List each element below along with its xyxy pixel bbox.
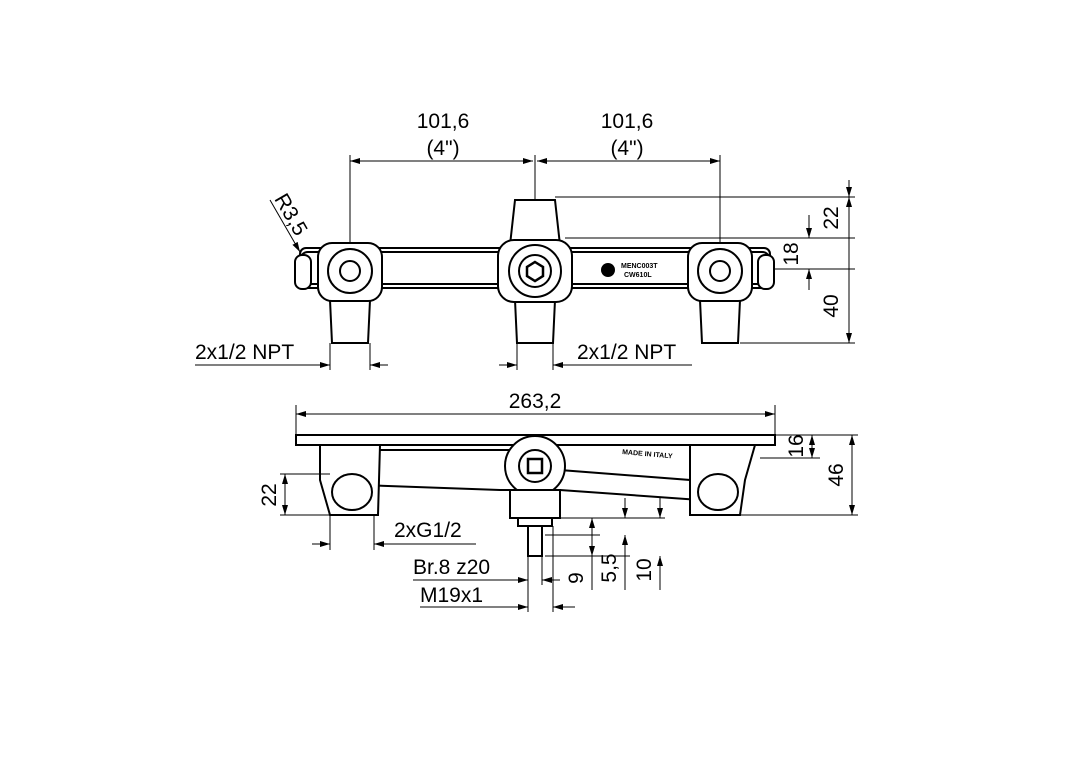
left-outlet-stub [328, 299, 372, 344]
spacing-right-label: 101,6 [601, 110, 654, 133]
side-view: 263,2 MADE IN ITALY 16 46 22 [258, 390, 858, 612]
top-view: 101,6 (4") 101,6 (4") 22 18 40 R3,5 [195, 110, 855, 370]
dim-16-label: 16 [785, 434, 808, 457]
dim-40-label: 40 [820, 294, 843, 317]
top-inlet [508, 199, 562, 246]
dim-46-label: 46 [825, 463, 848, 486]
right-outlet-stub [698, 299, 742, 344]
marking-line2: CW610L [624, 272, 652, 279]
overall-length-label: 263,2 [509, 390, 562, 413]
dim-9-label: 9 [565, 572, 588, 584]
spline-label: Br.8 z20 [413, 556, 490, 579]
outlet-thread-label: 2xG1/2 [394, 519, 462, 542]
spacing-left-label: 101,6 [417, 110, 470, 133]
spacing-left-inch-label: (4") [426, 137, 459, 160]
brand-logo-icon [601, 263, 615, 277]
thread-left-label: 2x1/2 NPT [195, 341, 294, 364]
center-outlet-stub [513, 299, 557, 344]
stem [527, 525, 543, 557]
dim-18-label: 18 [780, 242, 803, 265]
marking-line1: MENC003T [621, 263, 658, 270]
dim-left-22-label: 22 [258, 483, 281, 506]
thread-right-label: 2x1/2 NPT [577, 341, 676, 364]
dim-22-label: 22 [820, 206, 843, 229]
stem-thread-label: M19x1 [420, 584, 483, 607]
radius-label: R3,5 [270, 190, 312, 240]
dim-5-5-label: 5,5 [598, 553, 621, 582]
dim-10-label: 10 [633, 558, 656, 581]
spacing-right-inch-label: (4") [610, 137, 643, 160]
marking-made-in-italy: MADE IN ITALY [622, 449, 673, 460]
